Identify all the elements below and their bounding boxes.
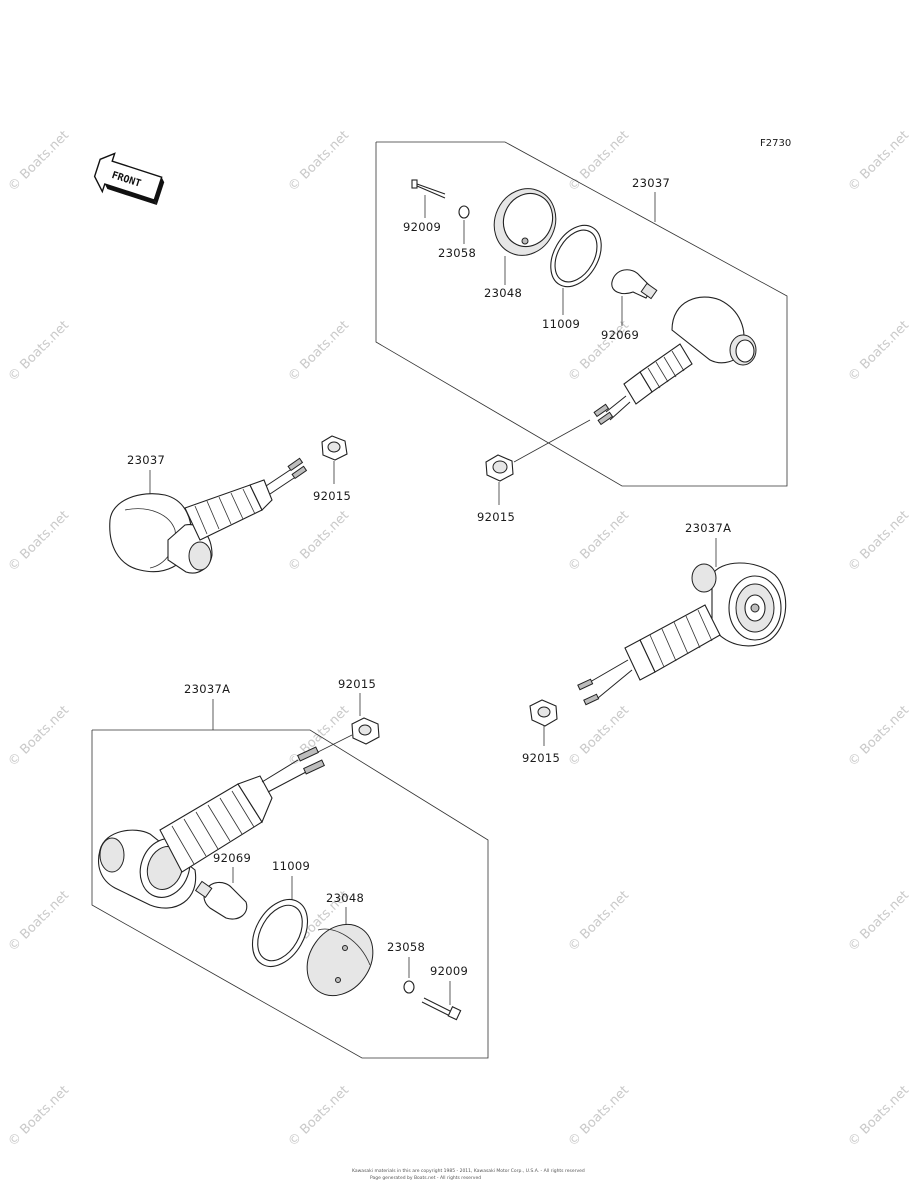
watermark-text: © Boats.net [845,508,912,575]
front-turn-signal-group: 23037A 92015 92069 [91,677,489,1059]
watermark-text: © Boats.net [565,508,632,575]
washer-23058 [458,205,470,219]
label-rear-23037: 23037 [632,176,670,190]
watermark-text: © Boats.net [285,128,352,195]
watermark-text: © Boats.net [565,1083,632,1150]
right-turn-signal-group: 23037A 92015 [522,521,787,765]
turn-signal-housing-front [97,746,325,909]
watermark-text: © Boats.net [845,1083,912,1150]
nut-92015-rear [485,454,514,482]
rear-group-outline [375,141,788,487]
label-front-23058: 23058 [387,940,425,954]
watermark-text: © Boats.net [5,888,72,955]
front-arrow-icon: FRONT [93,152,165,206]
lens-23048-front [306,923,374,997]
turn-signal-housing-right [577,562,787,706]
watermark-text: © Boats.net [845,888,912,955]
label-rear-11009: 11009 [542,317,580,331]
screw-92009-front [421,997,462,1021]
label-rear-23048: 23048 [484,286,522,300]
footer-copyright: Kawasaki materials in this are copyright… [352,1168,585,1174]
label-front-92015: 92015 [338,677,376,691]
watermark-text: © Boats.net [5,703,72,770]
screw-92009 [411,179,446,218]
label-front-23037A: 23037A [184,682,230,696]
watermark-text: © Boats.net [845,128,912,195]
front-group-outline [91,729,489,1059]
watermark-text: © Boats.net [285,703,352,770]
label-front-92009: 92009 [430,964,468,978]
watermark-text: © Boats.net [285,318,352,385]
nut-92015-left [321,435,348,461]
watermark-text: © Boats.net [5,1083,72,1150]
label-rear-92069: 92069 [601,328,639,342]
watermark-text: © Boats.net [845,703,912,770]
rear-turn-signal-group: 23037 92009 23058 23048 11009 [375,141,788,524]
label-front-23048: 23048 [326,891,364,905]
watermark-text: © Boats.net [565,128,632,195]
label-front-11009: 11009 [272,859,310,873]
watermark-text: © Boats.net [285,1083,352,1150]
watermark-text: © Boats.net [565,703,632,770]
watermark-text: © Boats.net [5,508,72,575]
nut-92015-right [529,699,558,727]
label-rear-92015: 92015 [477,510,515,524]
watermark-layer: © Boats.net © Boats.net © Boats.net © Boats… [5,128,912,1150]
watermark-text: © Boats.net [565,888,632,955]
lens-23048 [493,188,557,256]
label-left-23037: 23037 [127,453,165,467]
washer-23058-front [403,980,415,994]
gasket-11009-front [251,899,309,967]
label-left-92015: 92015 [313,489,351,503]
watermark-text: © Boats.net [5,318,72,385]
figure-code: F2730 [760,138,791,149]
left-turn-signal-group: 23037 92015 [109,435,351,574]
bulb-92069 [611,269,658,300]
turn-signal-housing-left [109,457,308,574]
label-rear-23058: 23058 [438,246,476,260]
gasket-11009 [550,224,602,288]
watermark-text: © Boats.net [845,318,912,385]
watermark-text: © Boats.net [285,508,352,575]
turn-signal-housing-rear [593,296,757,426]
label-rear-92009: 92009 [403,220,441,234]
label-right-92015: 92015 [522,751,560,765]
footer-generated: Page generated by Boats.net - All rights… [370,1175,481,1181]
label-right-23037A: 23037A [685,521,731,535]
watermark-text: © Boats.net [5,128,72,195]
label-front-92069: 92069 [213,851,251,865]
nut-92015-front [351,717,380,745]
bulb-92069-front [194,880,248,920]
